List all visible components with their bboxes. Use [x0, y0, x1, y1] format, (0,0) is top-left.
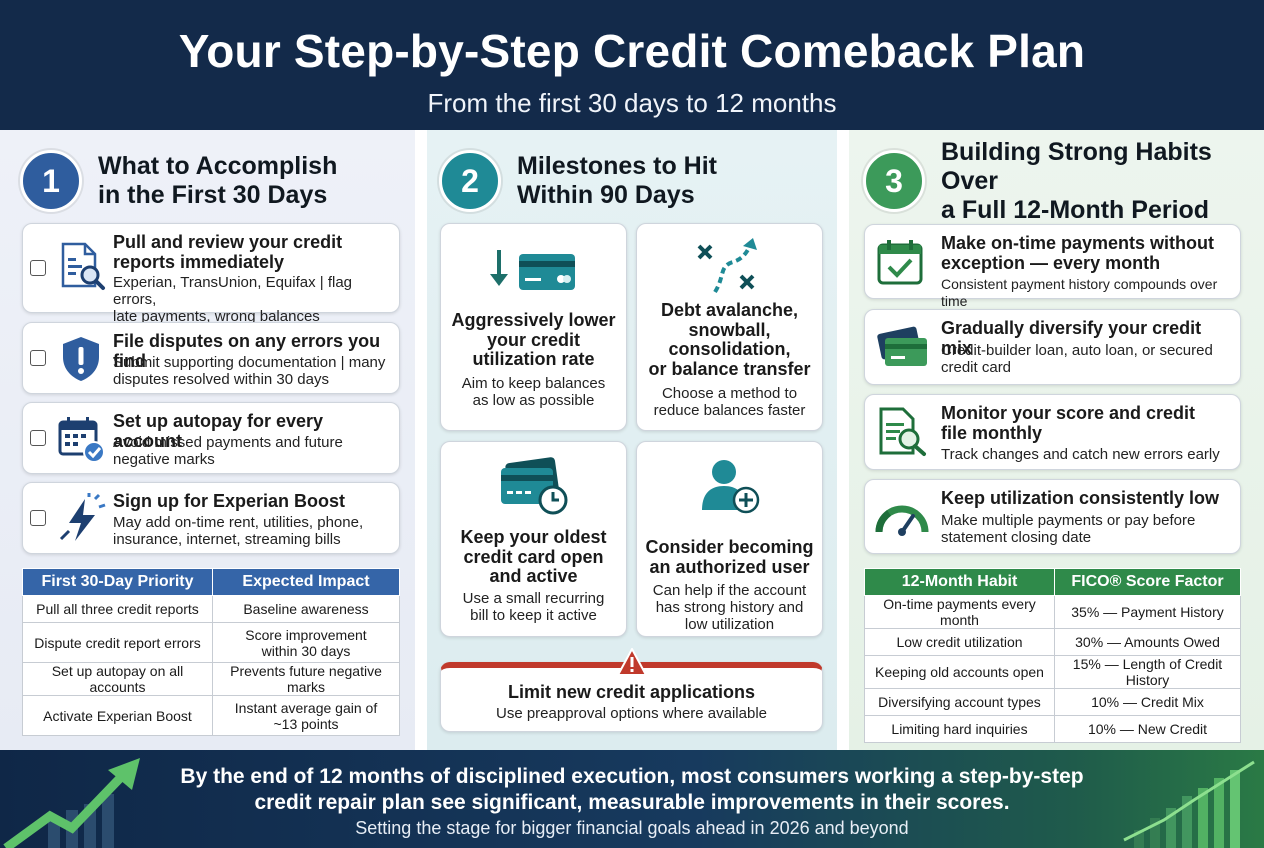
- bar-growth-icon: [1123, 760, 1255, 848]
- shield-alert-icon: [63, 337, 99, 381]
- table-row: Keeping old accounts open 15% — Length o…: [864, 655, 1241, 689]
- strategy-arrows-icon: [697, 238, 757, 294]
- task-description: Submit supporting documentation | many: [113, 354, 386, 371]
- task-title: Pull and review your credit: [113, 232, 343, 252]
- milestone-description: Choose a method to: [661, 385, 798, 402]
- table-header: FICO® Score Factor: [1054, 568, 1241, 596]
- task-checkbox[interactable]: [30, 350, 46, 366]
- habit-diversify-mix: Gradually diversify your credit mix Cred…: [864, 309, 1241, 385]
- habit-title: Monitor your score and credit: [941, 403, 1196, 423]
- first-30-day-table: First 30-Day Priority Expected Impact Pu…: [22, 568, 400, 736]
- milestone-authorized-user: Consider becoming an authorized user Can…: [636, 441, 823, 637]
- alert-description: Use preapproval options where available: [496, 705, 767, 722]
- table-header: Expected Impact: [212, 568, 400, 596]
- column-divider: [415, 130, 427, 750]
- table-row: Activate Experian Boost Instant average …: [22, 695, 400, 736]
- step1-header: 1 What to Accomplish in the First 30 Day…: [20, 148, 405, 214]
- table-row: Limiting hard inquiries 10% — New Credit: [864, 715, 1241, 743]
- step2-title: Milestones to Hit Within 90 Days: [517, 152, 718, 209]
- table-row: Set up autopay on all accounts Prevents …: [22, 662, 400, 696]
- table-row: Diversifying account types 10% — Credit …: [864, 688, 1241, 716]
- step3-badge: 3: [863, 150, 925, 212]
- warning-icon: [617, 648, 647, 676]
- habit-title: Gradually diversify your credit mix: [941, 318, 1202, 358]
- table-row: Dispute credit report errors Score impro…: [22, 622, 400, 663]
- habit-description: Credit-builder loan, auto loan, or secur…: [941, 342, 1213, 359]
- table-header: 12-Month Habit: [864, 568, 1055, 596]
- step1-title: What to Accomplish in the First 30 Days: [98, 152, 338, 209]
- growth-arrow-icon: [3, 758, 140, 848]
- milestone-title: Debt avalanche,: [660, 300, 799, 320]
- habit-description: Track changes and catch new errors early: [941, 446, 1220, 463]
- footer-banner: By the end of 12 months of disciplined e…: [0, 750, 1264, 848]
- milestone-title: Consider becoming: [645, 537, 814, 557]
- task-description: Avoid missed payments and future: [113, 434, 343, 451]
- fico-factor-table: 12-Month Habit FICO® Score Factor On-tim…: [864, 568, 1241, 743]
- habit-description: Consistent payment history compounds ove…: [941, 276, 1218, 309]
- page-subtitle: From the first 30 days to 12 months: [427, 88, 837, 118]
- habit-description: Make multiple payments or pay before: [941, 512, 1196, 529]
- table-row: Pull all three credit reports Baseline a…: [22, 595, 400, 623]
- task-file-disputes: File disputes on any errors you find Sub…: [22, 322, 400, 394]
- user-plus-icon: [701, 460, 759, 514]
- footer-message: By the end of 12 months of disciplined e…: [180, 765, 1084, 814]
- habit-title: Keep utilization consistently low: [941, 488, 1220, 508]
- task-checkbox[interactable]: [30, 430, 46, 446]
- task-pull-reports: Pull and review your credit reports imme…: [22, 223, 400, 325]
- task-title: Sign up for Experian Boost: [113, 491, 346, 511]
- alert-limit-applications: Limit new credit applications Use preapp…: [440, 648, 823, 732]
- task-setup-autopay: Set up autopay for every account Avoid m…: [22, 402, 400, 474]
- task-title: Set up autopay for every account: [113, 411, 324, 451]
- task-checkbox[interactable]: [30, 510, 46, 526]
- milestone-description: Aim to keep balances: [461, 375, 606, 392]
- step2-header: 2 Milestones to Hit Within 90 Days: [439, 148, 827, 214]
- card-clock-icon: [500, 457, 567, 515]
- step3-header: 3 Building Strong Habits Over a Full 12-…: [863, 138, 1254, 224]
- milestone-lower-utilization: Aggressively lower your credit utilizati…: [440, 223, 627, 431]
- gauge-icon: [875, 505, 929, 536]
- task-checkbox[interactable]: [30, 260, 46, 276]
- cards-stack-icon: [877, 326, 927, 366]
- habit-on-time-payments: Make on-time payments without exception …: [864, 224, 1241, 309]
- milestone-title: Aggressively lower: [451, 310, 616, 330]
- alert-title: Limit new credit applications: [507, 682, 756, 702]
- table-header: First 30-Day Priority: [22, 568, 213, 596]
- calendar-check-icon: [877, 240, 923, 285]
- step2-column: 2 Milestones to Hit Within 90 Days Aggre…: [427, 130, 837, 750]
- task-experian-boost: Sign up for Experian Boost May add on-ti…: [22, 482, 400, 554]
- page-title: Your Step-by-Step Credit Comeback Plan: [178, 25, 1086, 77]
- task-title: File disputes on any errors you find: [113, 331, 381, 371]
- step3-column: 3 Building Strong Habits Over a Full 12-…: [849, 130, 1264, 750]
- header-banner: Your Step-by-Step Credit Comeback Plan F…: [0, 0, 1264, 130]
- footer-submessage: Setting the stage for bigger financial g…: [355, 818, 909, 838]
- habit-low-utilization: Keep utilization consistently low Make m…: [864, 479, 1241, 554]
- milestone-description: Use a small recurring: [462, 590, 605, 607]
- milestone-keep-oldest-card: Keep your oldest credit card open and ac…: [440, 441, 627, 637]
- document-search-icon: [879, 407, 926, 456]
- milestone-description: Can help if the account: [652, 582, 807, 599]
- calendar-check-icon: [58, 417, 105, 463]
- lightning-boost-icon: [59, 493, 106, 541]
- task-description: May add on-time rent, utilities, phone,: [113, 514, 364, 531]
- step3-title: Building Strong Habits Over a Full 12-Mo…: [941, 137, 1212, 224]
- habit-monitor-score: Monitor your score and credit file month…: [864, 394, 1241, 470]
- step1-column: 1 What to Accomplish in the First 30 Day…: [0, 130, 415, 750]
- column-divider: [837, 130, 849, 750]
- table-row: On-time payments every month 35% — Payme…: [864, 595, 1241, 629]
- habit-title: Make on-time payments without: [941, 233, 1215, 253]
- milestone-debt-strategy: Debt avalanche, snowball, consolidation,…: [636, 223, 823, 431]
- milestone-title: Keep your oldest: [460, 527, 607, 547]
- step2-badge: 2: [439, 150, 501, 212]
- task-description: Experian, TransUnion, Equifax | flag err…: [113, 274, 353, 308]
- card-arrow-down-icon: [489, 250, 575, 290]
- step1-badge: 1: [20, 150, 82, 212]
- document-search-icon: [61, 242, 105, 290]
- table-row: Low credit utilization 30% — Amounts Owe…: [864, 628, 1241, 656]
